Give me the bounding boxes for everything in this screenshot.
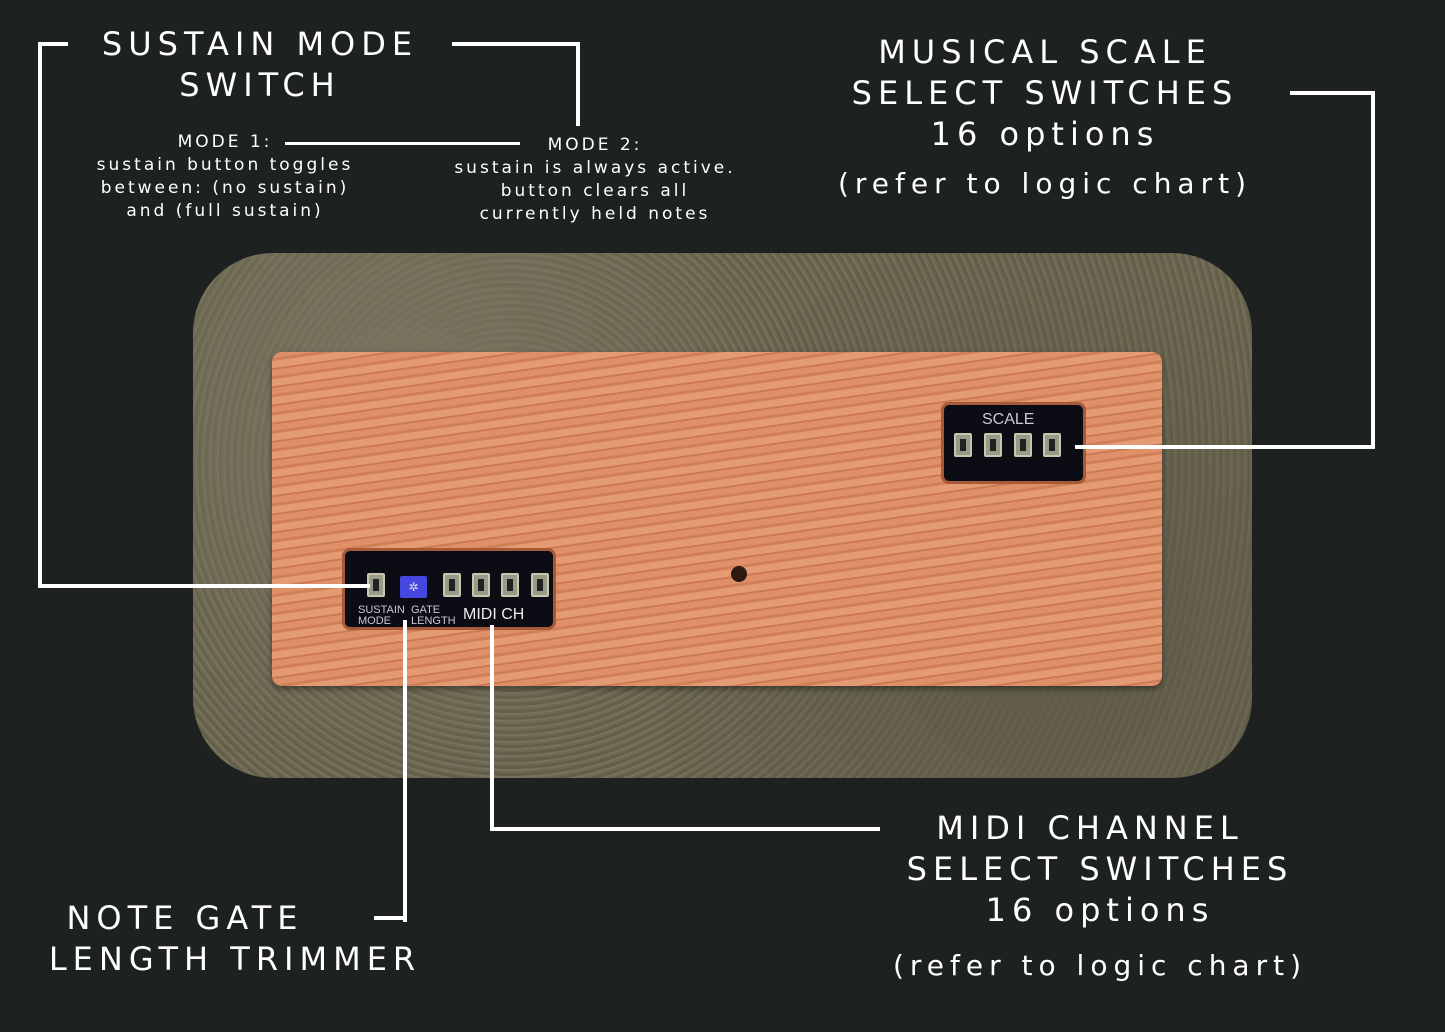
midi-leader-line xyxy=(490,827,880,831)
label-line: SUSTAIN xyxy=(358,604,405,616)
midi-switch-3[interactable] xyxy=(501,573,519,597)
mode-leader-line xyxy=(452,42,580,46)
gate-length-trimmer[interactable]: ✲ xyxy=(400,576,427,598)
desc-line: sustain button toggles xyxy=(96,155,354,175)
desc-line: and (full sustain) xyxy=(126,201,324,221)
title-line: SELECT SWITCHES xyxy=(851,74,1239,112)
desc-line: currently held notes xyxy=(479,204,711,224)
gate-title: NOTE GATE LENGTH TRIMMER xyxy=(10,898,460,980)
title-line: SUSTAIN MODE xyxy=(101,25,419,63)
midi-switch-2[interactable] xyxy=(472,573,490,597)
mode1-description: MODE 1: sustain button toggles between: … xyxy=(55,131,395,223)
scale-switch-1[interactable] xyxy=(954,433,972,457)
scale-leader-line xyxy=(1075,445,1375,449)
desc-line: button clears all xyxy=(500,181,690,201)
title-line: LENGTH TRIMMER xyxy=(48,940,422,978)
scale-title: MUSICAL SCALE SELECT SWITCHES 16 options… xyxy=(800,32,1290,204)
desc-line: between: (no sustain) xyxy=(100,178,350,198)
midi-leader-line xyxy=(490,625,494,831)
scale-panel-label: SCALE xyxy=(982,411,1035,428)
scale-switch-3[interactable] xyxy=(1014,433,1032,457)
scale-switch-panel: SCALE xyxy=(941,402,1086,484)
midi-note: (refer to logic chart) xyxy=(892,949,1308,982)
sustain-leader-line xyxy=(38,42,42,588)
label-line: LENGTH xyxy=(411,615,456,627)
mode2-description: MODE 2: sustain is always active. button… xyxy=(415,134,775,226)
label-line: MODE xyxy=(358,615,391,627)
gate-leader-line xyxy=(403,620,407,922)
scale-leader-line xyxy=(1290,91,1375,95)
mounting-hole xyxy=(731,566,747,582)
midi-switch-4[interactable] xyxy=(531,573,549,597)
mode1-label: MODE 1: xyxy=(177,132,273,152)
desc-line: sustain is always active. xyxy=(454,158,736,178)
title-line: MUSICAL SCALE xyxy=(878,33,1212,71)
mode-connector-line xyxy=(285,142,520,145)
scale-switch-2[interactable] xyxy=(984,433,1002,457)
title-line: 16 options xyxy=(930,115,1160,153)
title-line: MIDI CHANNEL xyxy=(936,809,1244,847)
scale-leader-line xyxy=(1371,91,1375,449)
midi-switch-1[interactable] xyxy=(443,573,461,597)
midi-title: MIDI CHANNEL SELECT SWITCHES 16 options … xyxy=(860,808,1340,986)
mode2-label: MODE 2: xyxy=(547,135,643,155)
sustain-leader-line xyxy=(38,42,68,46)
scale-switch-4[interactable] xyxy=(1043,433,1061,457)
label-line: GATE xyxy=(411,604,441,616)
mode-leader-line xyxy=(576,42,580,126)
sustain-mode-title: SUSTAIN MODE SWITCH xyxy=(68,24,452,106)
sustain-leader-line xyxy=(38,584,370,588)
scale-note: (refer to logic chart) xyxy=(837,167,1253,200)
title-line: SWITCH xyxy=(179,66,341,104)
title-line: SELECT SWITCHES xyxy=(906,850,1294,888)
title-line: NOTE GATE xyxy=(66,899,304,937)
title-line: 16 options xyxy=(985,891,1215,929)
midi-panel-label: MIDI CH xyxy=(463,606,525,623)
gate-leader-line xyxy=(374,916,407,920)
